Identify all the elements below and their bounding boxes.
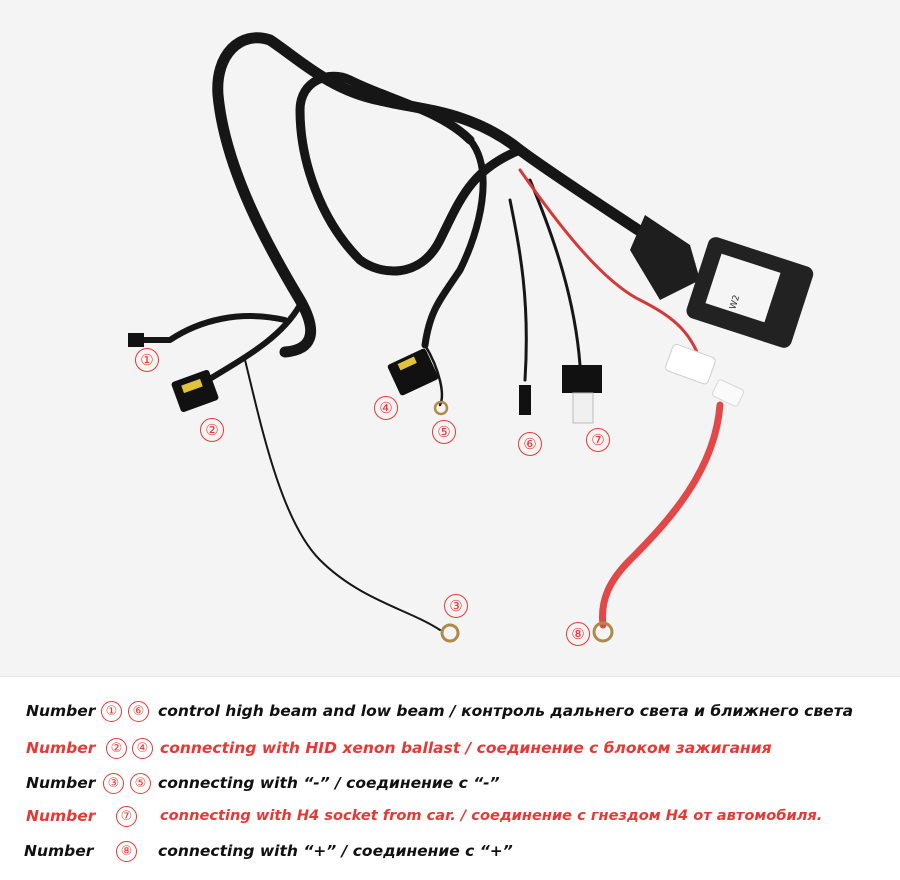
connector-2-icon (171, 369, 219, 413)
svg-text:W2: W2 (728, 294, 742, 311)
wire-7a (528, 178, 582, 367)
legend-text: connecting with HID xenon ballast / соед… (160, 739, 772, 757)
black-wire-1 (137, 313, 288, 343)
photo-divider (0, 676, 900, 677)
red-wire-8 (598, 401, 724, 629)
legend-circle: ⑤ (130, 773, 151, 794)
legend-text: connecting with “+” / соединение с “+” (158, 842, 513, 860)
wiring-harness-photo: W2 (0, 0, 900, 676)
marker-5: ⑤ (432, 420, 456, 444)
marker-6: ⑥ (518, 432, 542, 456)
ring-terminal-8-icon (592, 621, 614, 643)
legend-circle: ⑧ (116, 841, 137, 862)
marker-2: ② (200, 418, 224, 442)
legend-circle: ④ (132, 738, 153, 759)
black-wire-2 (197, 302, 303, 388)
legend-circle: ⑥ (128, 701, 149, 722)
wire-6 (508, 198, 528, 382)
connector-1-icon (128, 333, 144, 347)
legend-number-word: Number (26, 702, 96, 720)
connector-4-icon (387, 348, 439, 396)
black-loom-outer (212, 32, 696, 358)
marker-1: ① (135, 348, 159, 372)
ring-terminal-5-icon (433, 400, 449, 416)
ring-terminal-3-icon (440, 623, 460, 643)
legend-circle: ① (101, 701, 122, 722)
black-loom-branch (421, 136, 487, 349)
fuse-holder-icon (665, 343, 745, 407)
legend-text: control high beam and low beam / контрол… (158, 702, 854, 720)
relay-module-icon: W2 (630, 215, 814, 348)
marker-4: ④ (374, 396, 398, 420)
legend-text: connecting with H4 socket from car. / со… (160, 807, 823, 824)
black-loom-inner (295, 71, 525, 276)
red-wire-top (518, 168, 702, 362)
legend-circle: ② (106, 738, 127, 759)
marker-7: ⑦ (586, 428, 610, 452)
legend-circle: ⑦ (116, 806, 137, 827)
legend-number-word: Number (24, 842, 94, 860)
legend-number-word: Number (26, 739, 96, 757)
marker-8: ⑧ (566, 622, 590, 646)
connector-6-icon (519, 385, 531, 415)
legend-circle: ③ (103, 773, 124, 794)
legend-number-word: Number (26, 807, 96, 825)
marker-3: ③ (444, 594, 468, 618)
legend-text: connecting with “-” / соединение с “-” (158, 774, 500, 792)
thin-wire-3 (244, 359, 441, 631)
legend-number-word: Number (26, 774, 96, 792)
connector-7-h4-socket-icon (562, 365, 602, 424)
